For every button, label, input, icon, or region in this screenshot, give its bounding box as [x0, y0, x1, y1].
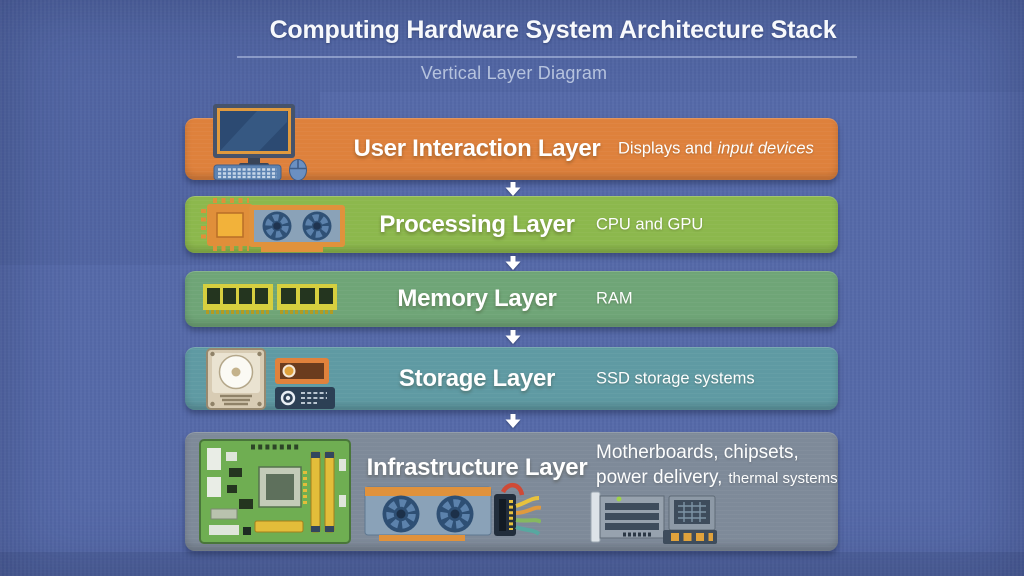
layer-description: Motherboards, chipsets, power delivery,t…: [596, 442, 838, 488]
down-arrow-icon: [505, 182, 521, 196]
layer-description: SSD storage systems: [596, 369, 755, 387]
desktop-computer-icon: [213, 104, 307, 180]
layer-name: Infrastructure Layer: [366, 454, 588, 481]
layer-description: CPU and GPU: [596, 215, 704, 233]
cpu-chip-icon: [201, 198, 345, 252]
page-title: Computing Hardware System Architecture S…: [269, 16, 837, 44]
layer-name: Storage Layer: [398, 364, 556, 392]
mouse-icon: [289, 159, 307, 180]
ram-modules-icon: [203, 284, 337, 314]
hard-drive-icon: [206, 348, 335, 410]
layer-name: Processing Layer: [379, 210, 575, 238]
psu-thermal-panel-icon: [590, 491, 717, 544]
down-arrow-icon: [505, 414, 521, 428]
background-shade: [0, 552, 1024, 576]
layer-band-memory: Memory Layer RAM: [185, 271, 838, 327]
layer-band-processing: Processing Layer CPU and GPU: [185, 196, 838, 253]
down-arrow-icon: [505, 330, 521, 344]
down-arrow-icon: [505, 256, 521, 270]
layer-name: User Interaction Layer: [353, 135, 601, 162]
layer-description: RAM: [596, 289, 633, 308]
motherboard-icon: [199, 439, 351, 544]
layer-band-infrastructure: Infrastructure Layer Motherboards, chips…: [185, 432, 838, 551]
gpu-card-icon: [249, 205, 345, 252]
layer-name: Memory Layer: [397, 285, 557, 312]
title-divider: [237, 56, 857, 58]
ssd-icon: [275, 358, 335, 409]
page-subtitle: Vertical Layer Diagram: [420, 63, 608, 83]
layer-band-storage: Storage Layer SSD storage systems: [185, 347, 838, 410]
gpu-power-cables-icon: [364, 483, 541, 541]
